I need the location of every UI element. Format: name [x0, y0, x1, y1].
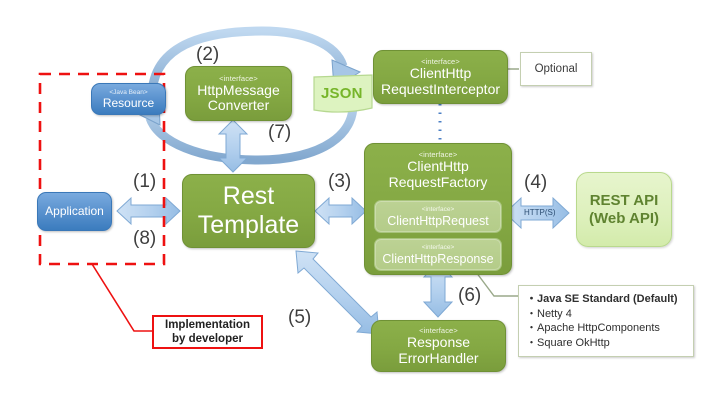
client-http-response-label: ClientHttpResponse — [382, 251, 494, 266]
rest-template-label-line1: Rest — [222, 182, 275, 210]
step-label-5: (5) — [288, 307, 312, 328]
implementation-note-line2: by developer — [172, 333, 243, 345]
converter-label-line2: Converter — [207, 97, 270, 113]
interceptor-stereotype: <interface> — [421, 57, 460, 66]
node-response-error-handler[interactable]: <interface> Response ErrorHandler — [371, 320, 506, 372]
factory-impl-item-3: ・Square OkHttp — [526, 336, 610, 349]
arrow-application-resttemplate — [116, 196, 181, 226]
interceptor-label-line2: RequestInterceptor — [380, 80, 501, 97]
factory-impl-item-0: ・Java SE Standard (Default) — [526, 293, 678, 305]
step-label-4: (4) — [524, 172, 548, 193]
resource-stereotype: <Java Bean> — [109, 88, 148, 96]
factory-stereotype: <interface> — [418, 150, 458, 159]
application-label: Application — [45, 204, 104, 218]
step-label-8: (8) — [133, 228, 157, 249]
error-handler-stereotype: <interface> — [419, 326, 458, 335]
node-client-http-response[interactable]: <interface> ClientHttpResponse — [374, 238, 502, 271]
rest-api-label-line2: (Web API) — [589, 209, 659, 227]
error-handler-label-line2: ErrorHandler — [398, 349, 479, 366]
client-http-request-stereotype: <interface> — [421, 205, 455, 213]
rest-api-label-line1: REST API — [589, 191, 659, 209]
client-http-response-stereotype: <interface> — [421, 243, 455, 251]
note-factory-implementations: ・Java SE Standard (Default) ・Netty 4 ・Ap… — [518, 285, 694, 357]
factory-label-line2: RequestFactory — [388, 173, 488, 190]
arrow-factory-restapi — [504, 196, 570, 230]
node-resource[interactable]: <Java Bean> Resource — [91, 83, 166, 115]
converter-label-line1: HttpMessage — [197, 81, 280, 98]
factory-impl-item-2: ・Apache HttpComponents — [526, 322, 660, 334]
factory-impl-item-1: ・Netty 4 — [526, 307, 572, 320]
step-label-7: (7) — [268, 122, 292, 143]
node-json[interactable]: JSON — [313, 74, 373, 116]
arrow-factory-errorhandler — [422, 261, 454, 318]
json-label: JSON — [321, 85, 363, 102]
resource-label: Resource — [102, 95, 155, 110]
arrow-resttemplate-factory — [314, 196, 367, 226]
https-label: HTTP(S) — [524, 208, 556, 217]
implementation-note-line1: Implementation — [165, 319, 250, 331]
error-handler-label-line1: Response — [406, 334, 471, 350]
rest-template-label-line2: Template — [197, 211, 300, 239]
step-label-3: (3) — [328, 171, 352, 192]
optional-label: Optional — [534, 63, 578, 75]
callout-optional: Optional — [520, 52, 592, 86]
node-application[interactable]: Application — [37, 192, 112, 231]
converter-stereotype: <interface> — [219, 73, 258, 83]
arrow-converter-resttemplate — [217, 119, 249, 173]
step-label-6: (6) — [458, 285, 482, 306]
note-implementation-by-developer: Implementation by developer — [152, 315, 263, 349]
node-rest-api[interactable]: REST API (Web API) — [576, 172, 672, 247]
step-label-1: (1) — [133, 171, 157, 192]
factory-label-line1: ClientHttp — [407, 158, 469, 174]
leader-implementation-note — [91, 263, 152, 332]
client-http-request-label: ClientHttpRequest — [387, 213, 489, 228]
node-client-http-request-interceptor[interactable]: <interface> ClientHttp RequestIntercepto… — [373, 50, 508, 104]
node-client-http-request[interactable]: <interface> ClientHttpRequest — [374, 200, 502, 233]
node-http-message-converter[interactable]: <interface> HttpMessage Converter — [185, 66, 292, 121]
interceptor-label-line1: ClientHttp — [409, 65, 472, 81]
node-rest-template[interactable]: Rest Template — [182, 174, 315, 248]
step-label-2: (2) — [196, 44, 220, 65]
leader-factory-note — [475, 271, 518, 297]
json-shape-icon — [313, 74, 373, 113]
